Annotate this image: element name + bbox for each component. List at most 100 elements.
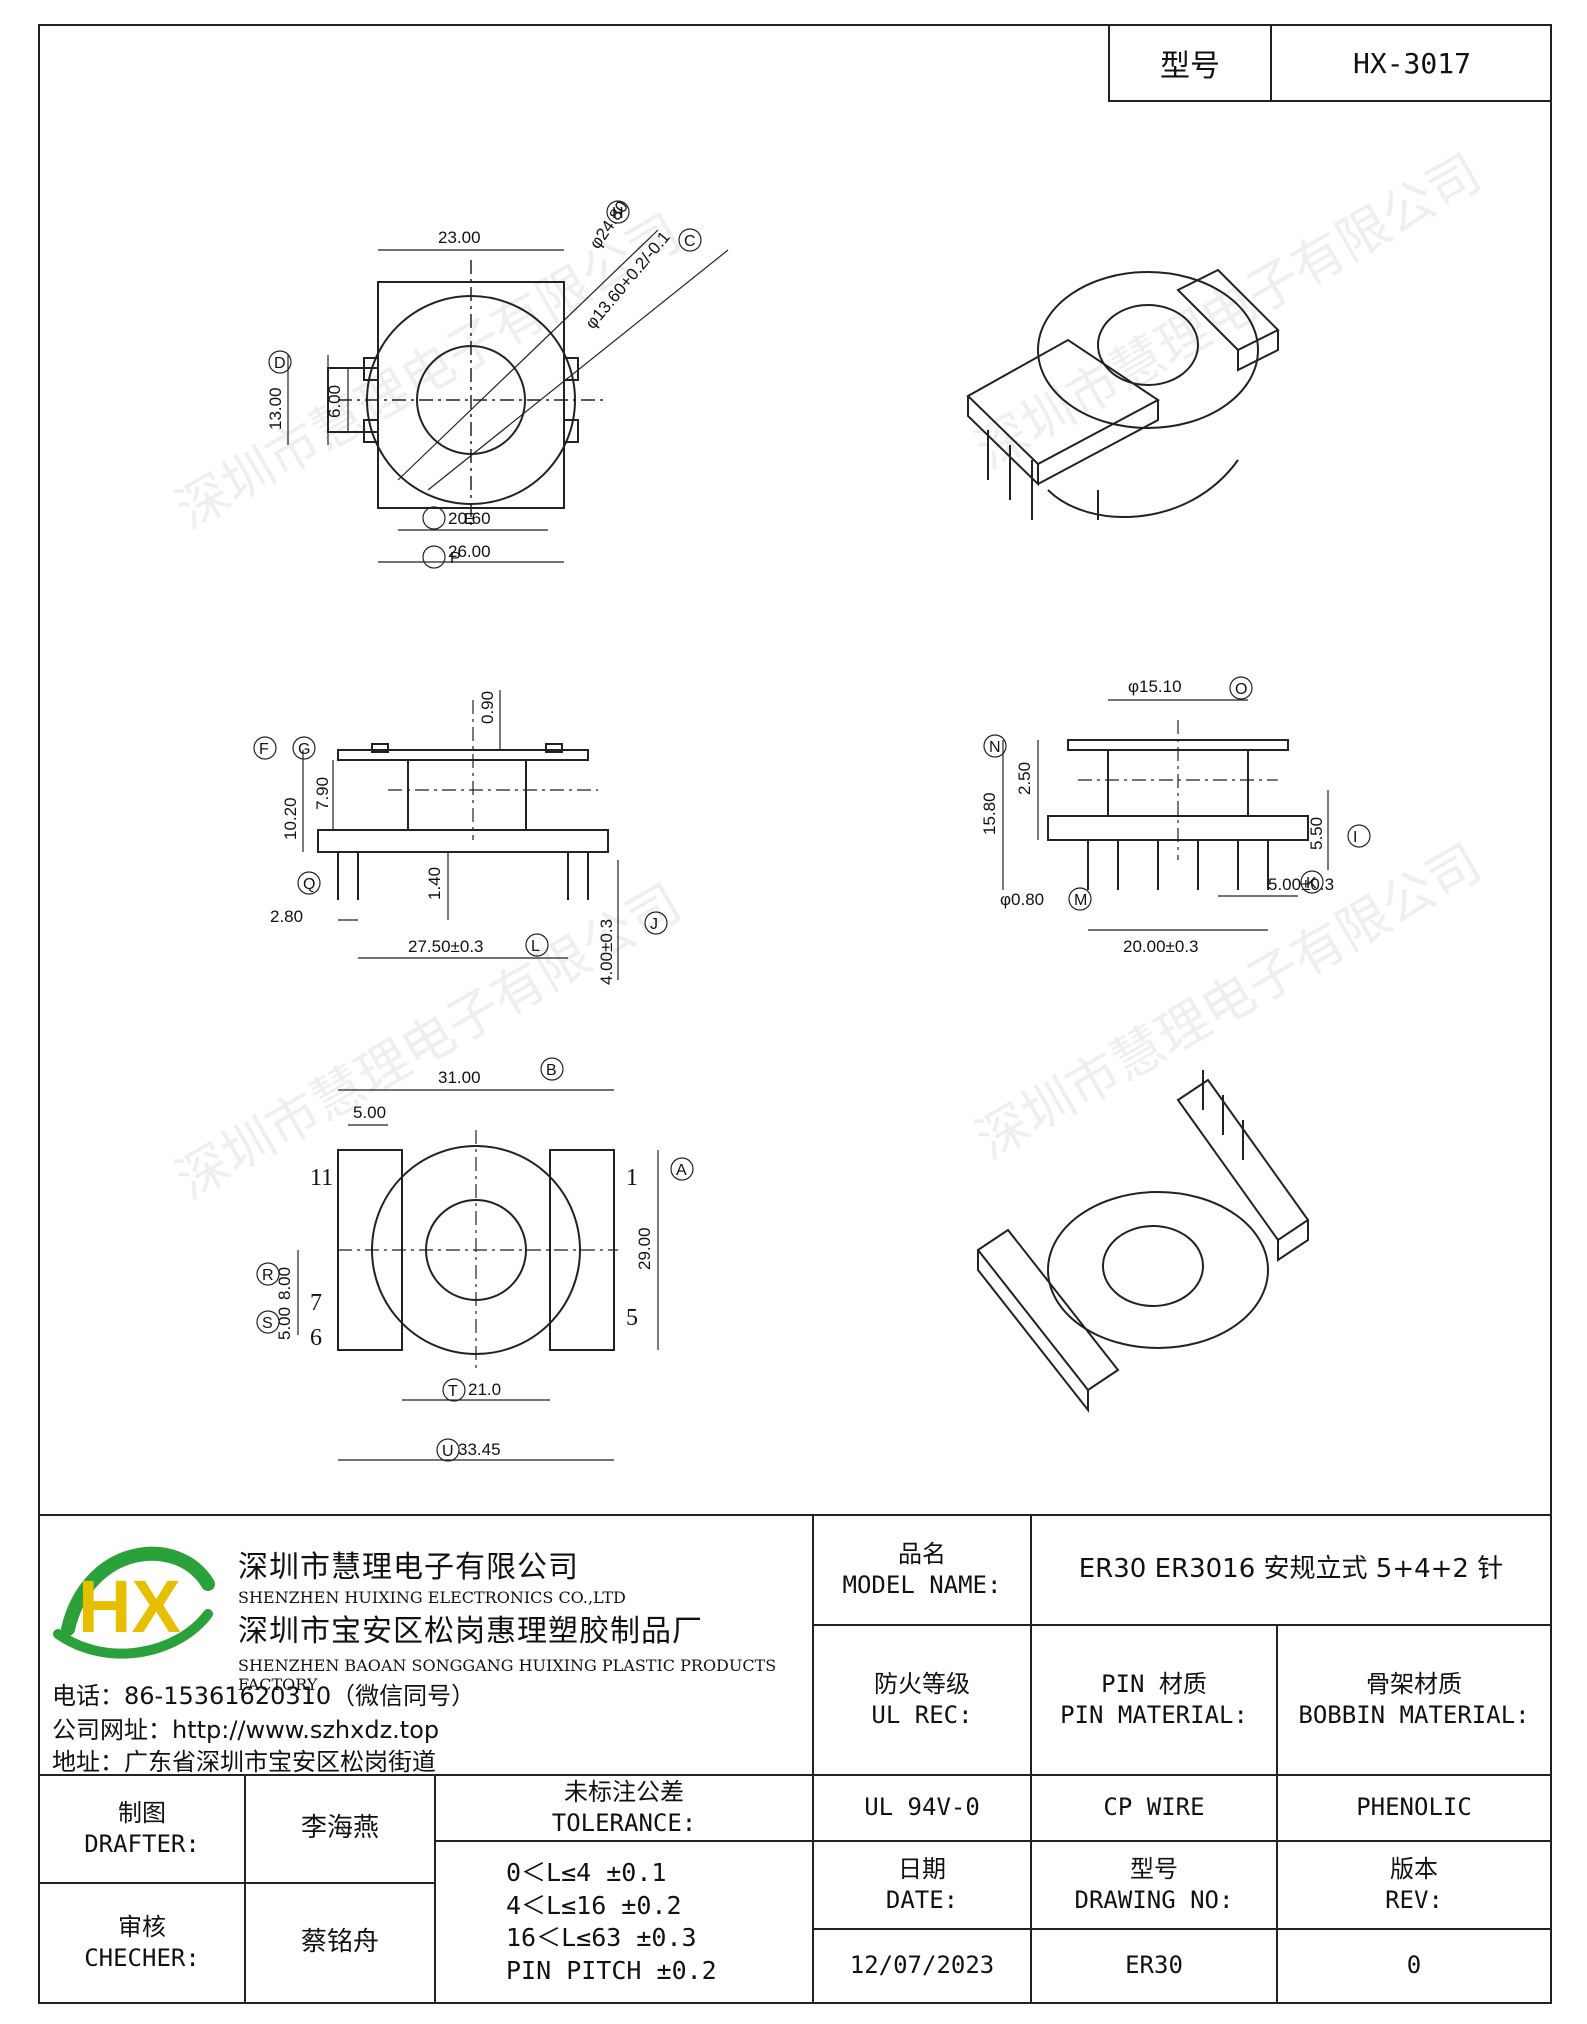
callout-E: E [464,511,475,528]
date-cn: 日期 [898,1854,946,1883]
callout-S: S [262,1315,273,1332]
dim-13: 13.00 [266,387,285,430]
dim-dia-0-80: φ0.80 [1000,890,1044,909]
date-label: 日期 DATE: [812,1840,1032,1930]
logo-letters: HX [78,1565,181,1648]
callout-B: B [546,1062,557,1079]
pin-6-label: 6 [310,1325,322,1351]
callout-N: N [989,739,1001,756]
pin-material-cn: PIN 材质 [1101,1669,1207,1698]
pin-7-label: 7 [310,1290,322,1316]
model-value: HX-3017 [1352,46,1471,80]
dim-2-80: 2.80 [270,907,303,926]
company-name-en: SHENZHEN HUIXING ELECTRONICS CO.,LTD [238,1588,626,1607]
dim-8: 8.00 [275,1267,294,1300]
company-phone: 电话：86-15361620310（微信同号） [52,1682,476,1710]
factory-name-cn: 深圳市宝安区松岗惠理塑胶制品厂 [238,1614,703,1649]
dim-27-50: 27.50±0.3 [408,937,484,956]
dim-1-40: 1.40 [425,867,444,900]
dim-6: 6.00 [325,385,344,418]
tolerance-en: TOLERANCE: [551,1809,697,1837]
dim-5-top: 5.00 [353,1103,386,1122]
dim-15-80: 15.80 [980,792,999,835]
dim-5-side: 5.00 [275,1307,294,1340]
dim-dia-15-10: φ15.10 [1128,677,1182,696]
date-value: 12/07/2023 [812,1928,1032,2004]
callout-L: L [531,938,540,955]
callout-R: R [262,1267,274,1284]
dim-5-50: 5.50 [1307,817,1326,850]
model-name-en: MODEL NAME: [842,1571,1002,1599]
ul-rec-label: 防火等级 UL REC: [812,1624,1032,1776]
tolerance-line: 0＜L≤4 ±0.1 [506,1858,667,1887]
dim-10-20: 10.20 [281,797,300,840]
isometric-view-top [966,268,1280,520]
checker-cn: 审核 [118,1912,166,1941]
tolerance-line: 4＜L≤16 ±0.2 [506,1890,682,1920]
bobbin-material-cn: 骨架材质 [1366,1669,1462,1698]
dim-4-00: 4.00±0.3 [597,919,616,985]
dim-31: 31.00 [438,1068,481,1087]
date-en: DATE: [885,1886,959,1914]
dim-33-45: 33.45 [458,1440,501,1459]
drawing-no-cn: 型号 [1130,1854,1178,1883]
callout-D: D [274,355,286,372]
callout-F: F [259,741,269,758]
dim-21: 21.0 [468,1380,501,1399]
drawing-no-value: ER30 [1030,1928,1278,2004]
company-logo-icon: HX [53,1546,215,1659]
callout-T: T [448,1383,458,1400]
company-address: 地址：广东省深圳市宝安区松岗街道 [52,1748,436,1776]
dim-20-60: 20.60 [448,509,491,528]
dim-23: 23.00 [438,228,481,247]
pin-1-label: 1 [626,1165,638,1191]
callout-G: G [298,741,310,758]
model-name-cn: 品名 [898,1539,946,1568]
title-block: HX 深圳市慧理电子有限公司 SHENZHEN HUIXING ELECTRON… [38,1514,1552,2004]
dim-7-90: 7.90 [313,777,332,810]
drafter-en: DRAFTER: [84,1830,200,1858]
pin-material-label: PIN 材质 PIN MATERIAL: [1030,1624,1278,1776]
rev-cn: 版本 [1390,1854,1438,1883]
bobbin-material-value: PHENOLIC [1276,1774,1552,1842]
isometric-view-bottom [976,1070,1310,1413]
drawing-no-en: DRAWING NO: [1074,1886,1234,1914]
dim-29: 29.00 [635,1227,654,1270]
pin-material-en: PIN MATERIAL: [1060,1701,1248,1729]
callout-A: A [676,1162,687,1179]
model-header-box: 型号 HX-3017 [1108,26,1552,102]
rev-label: 版本 REV: [1276,1840,1552,1930]
technical-drawings: 23.00 φ24.80 φ13.60+0.2/-0.1 13.00 6.00 … [253,198,1371,1462]
factory-name-en: SHENZHEN BAOAN SONGGANG HUIXING PLASTIC … [238,1656,777,1694]
checker-value: 蔡铭舟 [244,1882,436,2004]
checker-en: CHECHER: [84,1944,200,1972]
dim-20-00: 20.00±0.3 [1123,937,1199,956]
callout-C: C [684,233,696,250]
bottom-view: 31.00 5.00 29.00 8.00 5.00 21.0 33.45 B … [256,1057,694,1462]
callout-J: J [650,916,658,933]
rev-value: 0 [1276,1928,1552,2004]
rev-en: REV: [1385,1886,1443,1914]
drafter-label: 制图 DRAFTER: [38,1774,246,1884]
company-website: 公司网址：http://www.szhxdz.top [52,1716,440,1744]
tolerance-values: 0＜L≤4 ±0.1 4＜L≤16 ±0.2 16＜L≤63 ±0.3 PIN … [434,1840,814,2004]
dim-0-90: 0.90 [478,691,497,724]
callout-I: I [1353,829,1357,846]
callout-U: U [442,1443,454,1460]
drawing-no-label: 型号 DRAWING NO: [1030,1840,1278,1930]
ul-rec-cn: 防火等级 [874,1669,970,1698]
model-name-value: ER30 ER3016 安规立式 5+4+2 针 [1030,1514,1552,1626]
callout-Q: Q [303,876,315,893]
side-view: 0.90 10.20 7.90 1.40 2.80 27.50±0.3 4.00… [253,690,668,985]
model-name-label: 品名 MODEL NAME: [812,1514,1032,1626]
pin-11-label: 11 [310,1165,333,1191]
tolerance-line: PIN PITCH ±0.2 [506,1955,717,1985]
ul-rec-en: UL REC: [871,1701,973,1729]
company-info: HX 深圳市慧理电子有限公司 SHENZHEN HUIXING ELECTRON… [38,1514,812,1776]
drafter-value: 李海燕 [244,1774,436,1884]
dim-2-50: 2.50 [1015,762,1034,795]
ul-rec-value: UL 94V-0 [812,1774,1032,1842]
callout-P: P [450,550,461,567]
front-view: φ15.10 15.80 2.50 5.50 φ0.80 5.00±0.3 20… [980,676,1371,956]
tolerance-line: 16＜L≤63 ±0.3 [506,1923,697,1952]
